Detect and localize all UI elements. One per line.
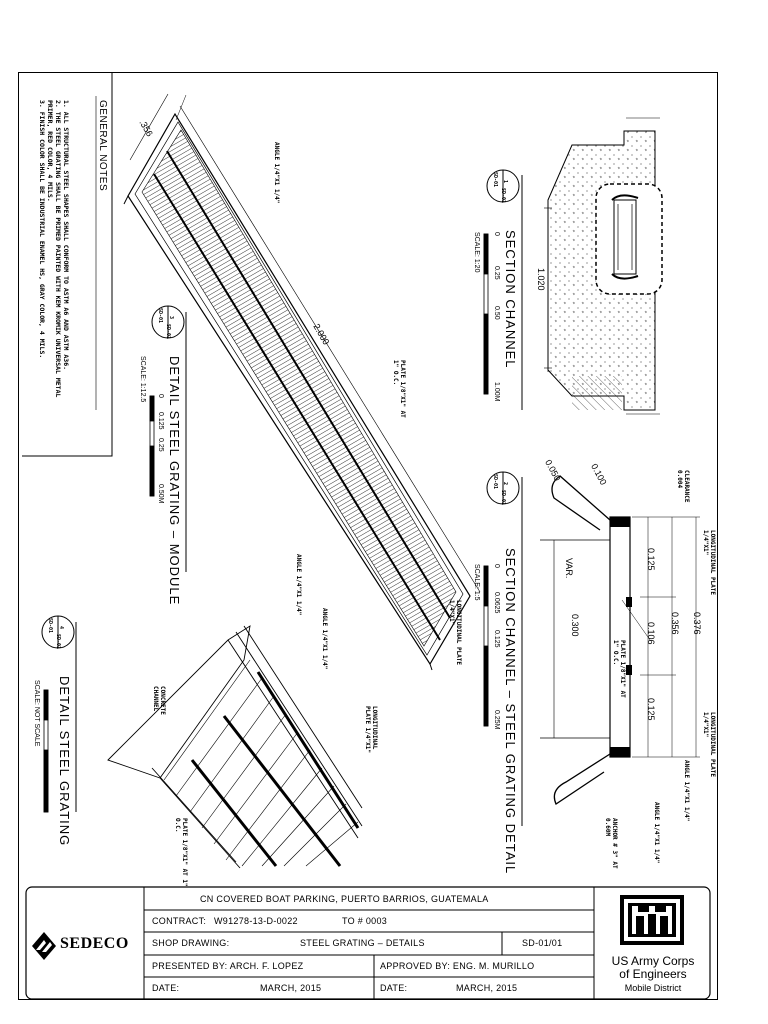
detail-3-sheet-a: SD-01	[157, 308, 163, 324]
detail-2-sheet-a: SD-01	[492, 474, 498, 490]
detail-3-ref: 3	[168, 316, 174, 320]
general-notes-heading: GENERAL NOTES	[97, 100, 108, 192]
dim-0356: 0.356	[670, 612, 680, 635]
detail-2-scale: SCALE: 1:5	[473, 564, 480, 601]
anchor-label: ANCHOR # 3" AT 0.60M	[604, 818, 618, 869]
detail-1-sheet-a: SD-01	[492, 172, 498, 188]
general-note-3: PRIMER, RED COLOR, 4 MILS.	[46, 100, 54, 202]
long-plate-label-3: LONGITUDINAL PLATE 1/4"X1"	[702, 712, 716, 778]
detail-1-tick-1: 0.25	[493, 266, 500, 280]
concrete-label: CONCRETE CHANNEL	[152, 686, 166, 715]
detail-2-sheet-b: SD-01	[500, 490, 506, 506]
detail-4-ref: 4	[58, 626, 64, 630]
general-note-4: 3. FINISH COLOR SHALL BE INDUSTRIAL ENAM…	[38, 100, 46, 359]
long-plate-label-4: LONGITUDINAL PLATE 1/4"X1"	[364, 706, 378, 753]
angle-label-top: ANGLE 1/4"X1 1/4"	[273, 142, 280, 204]
usace-line-1: US Army Corps	[611, 954, 695, 968]
detail-2-tick-0: 0	[493, 564, 500, 568]
sheet-number: SD-01/01	[522, 938, 563, 948]
contract-label: CONTRACT:	[152, 916, 207, 926]
detail-1-tick-2: 0.50	[493, 306, 500, 320]
title-block-frame	[25, 886, 711, 1000]
shop-drawing-value: STEEL GRATING – DETAILS	[300, 938, 425, 948]
contract-value: W91278-13-D-0022	[214, 916, 298, 926]
usace-district: Mobile District	[624, 983, 682, 993]
plate-oc-label: PLATE 1/8"X1" AT 1" O.C.	[392, 360, 406, 418]
angle-label-5: ANGLE 1/4"X1 1/4"	[321, 608, 328, 670]
grating-module-drawing	[123, 93, 481, 671]
detail-4-scale: SCALE: NOT SCALE	[33, 680, 40, 747]
detail-4-sheet-a: SD-01	[47, 618, 53, 634]
detail-2-tick-3: 0.25M	[493, 710, 500, 730]
angle-label-4: ANGLE 1/4"X1 1/4"	[295, 554, 302, 616]
date-value-2: MARCH, 2015	[456, 983, 518, 993]
general-note-2: 2. THE STEEL GRATING SHALL BE PRIMED PAI…	[54, 100, 62, 398]
shop-drawing-label: SHOP DRAWING:	[152, 938, 230, 948]
detail-2-ref: 2	[502, 482, 508, 486]
section-channel-drawing	[544, 117, 663, 415]
detail-1-ref: 1	[502, 180, 508, 184]
long-plate-label: LONGITUDINAL PLATE 1/4"X1"	[448, 600, 462, 666]
usace-castle-logo	[620, 895, 684, 945]
detail-4-title: DETAIL STEEL GRATING	[57, 676, 72, 847]
dim-0125-a: 0.125	[646, 548, 656, 571]
dim-0300: 0.300	[570, 614, 580, 637]
grating-detail-drawing	[540, 475, 700, 805]
presented-by: PRESENTED BY: ARCH. F. LOPEZ	[152, 961, 304, 971]
var-label: VAR.	[564, 558, 574, 579]
detail-3-scale: SCALE: 1:12.5	[139, 356, 146, 403]
detail-1-tick-0: 0	[493, 232, 500, 236]
detail-1-scale: SCALE: 1:20	[473, 232, 480, 273]
detail-2-tick-2: 0.125	[493, 630, 500, 648]
angle-label-2: ANGLE 1/4"X1 1/4"	[683, 760, 690, 822]
dim-0376: 0.376	[692, 612, 702, 635]
detail-1-tick-3: 1.00M	[493, 382, 500, 402]
angle-label-3: ANGLE 1/4"X1 1/4"	[653, 802, 660, 864]
detail-2-tick-1: 0.0625	[493, 592, 500, 614]
detail-1-sheet-b: SD-01	[500, 188, 506, 204]
plate-oc-label-3: PLATE 1/8"X1" AT 1" O.C.	[174, 818, 188, 887]
usace-line-2: of Engineers	[619, 967, 687, 981]
date-label-2: DATE:	[380, 983, 408, 993]
detail-4-sheet-b: SD-01	[55, 634, 61, 650]
grating-perspective-drawing	[107, 625, 363, 869]
detail-3-tick-3: 0.50M	[157, 484, 164, 504]
dim-0125-b: 0.125	[646, 698, 656, 721]
plate-oc-label-2: PLATE 1/8"X1" AT 1" O.C.	[612, 640, 626, 698]
clearance-label: CLEARANCE 0.004	[676, 470, 690, 503]
approved-by: APPROVED BY: ENG. M. MURILLO	[380, 961, 535, 971]
detail-3-title: DETAIL STEEL GRATING – MODULE	[167, 356, 182, 606]
dim-0106: 0.106	[646, 622, 656, 645]
sedeco-logo-mark	[32, 932, 56, 960]
sedeco-logo-text: SEDECO	[60, 935, 129, 952]
general-note-1: 1. ALL STRUCTURAL STEEL SHAPES SHALL CON…	[62, 100, 70, 371]
detail-3-tick-0: 0	[157, 394, 164, 398]
detail-3-tick-1: 0.125	[157, 412, 164, 430]
detail-3-sheet-b: SD-01	[165, 324, 171, 340]
detail-2-title: SECTION CHANNEL – STEEL GRATING DETAIL	[503, 548, 518, 875]
detail-3-tick-2: 0.25	[157, 438, 164, 452]
dim-1020: 1.020	[536, 268, 546, 291]
date-label-1: DATE:	[152, 983, 180, 993]
task-order: TO # 0003	[342, 916, 388, 926]
project-title: CN COVERED BOAT PARKING, PUERTO BARRIOS,…	[200, 894, 489, 904]
long-plate-label-2: LONGITUDINAL PLATE 1/4"X1"	[702, 530, 716, 596]
detail-1-title: SECTION CHANNEL	[503, 230, 518, 369]
date-value-1: MARCH, 2015	[260, 983, 322, 993]
